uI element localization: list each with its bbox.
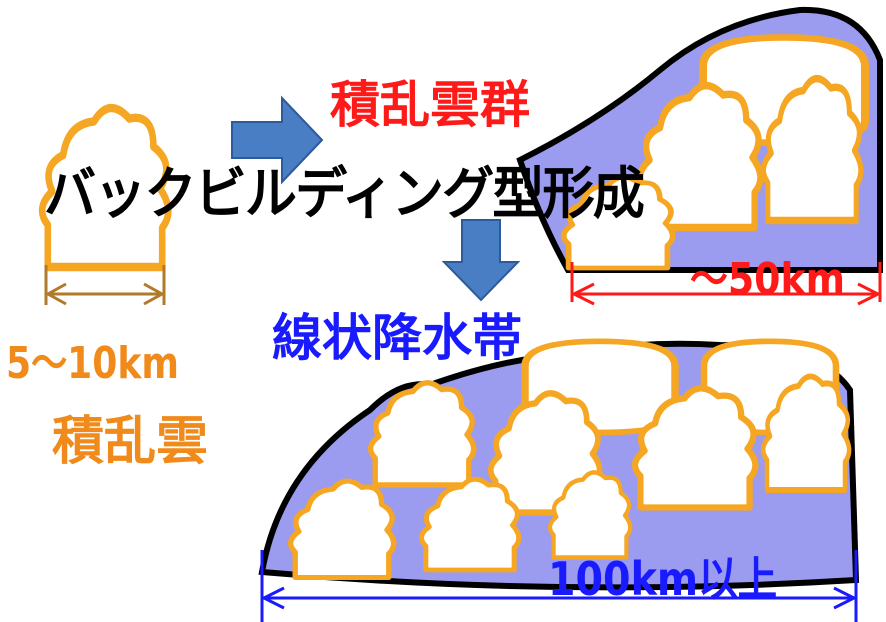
cumulonimbus-group (516, 6, 883, 306)
block-arrow-down-icon (441, 219, 521, 302)
group-size-label: ～50km (690, 254, 846, 305)
band-size-label: 100km以上 (548, 552, 778, 606)
group-name-label: 積乱雲群 (330, 76, 530, 134)
single-size-label: 5～10km (6, 338, 179, 389)
group-width-dimension (570, 262, 882, 306)
block-arrow-right-icon (231, 95, 324, 185)
linear-rainband (258, 341, 860, 622)
band-name-label: 線状降水帯 (272, 309, 522, 367)
single-cumulonimbus (42, 108, 173, 306)
single-name-label: 積乱雲 (52, 412, 209, 472)
rainband-width-dimension (260, 550, 858, 622)
single-width-dimension (44, 265, 166, 306)
backbuilding-label: バックビルディング型形成 (44, 162, 645, 227)
